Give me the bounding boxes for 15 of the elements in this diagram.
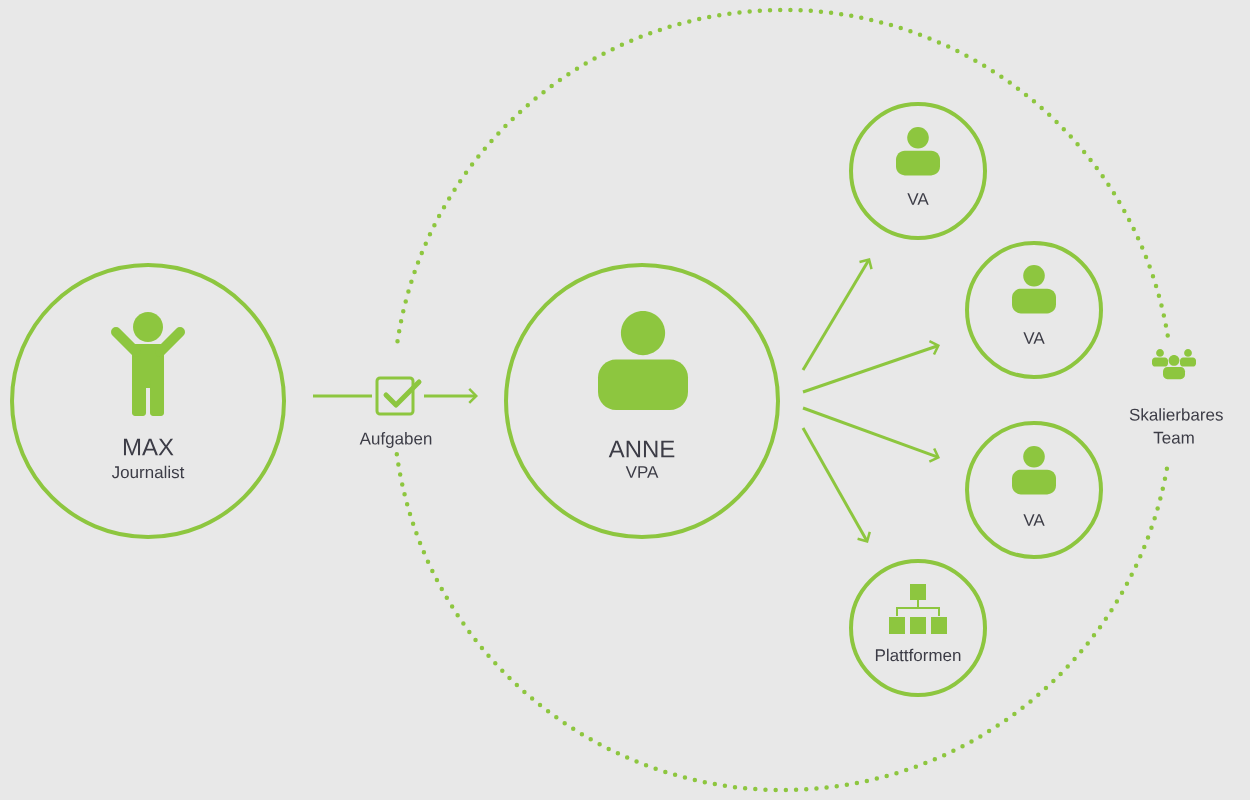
arrow <box>802 406 940 463</box>
name-label: ANNE <box>608 440 675 458</box>
arrow <box>801 258 873 371</box>
name-label: VA <box>1023 332 1045 344</box>
role-label: VPA <box>625 466 659 478</box>
name-label: VA <box>907 193 929 205</box>
arrow <box>424 388 478 404</box>
name-label: VA <box>1023 514 1045 526</box>
arrow <box>802 340 940 394</box>
role-label: Journalist <box>111 465 185 479</box>
team-label: Skalierbares Team <box>1129 408 1223 444</box>
arrow <box>801 427 871 543</box>
task-label: Aufgaben <box>359 432 432 448</box>
name-label: Plattformen <box>875 648 961 662</box>
name-label: MAX <box>124 438 174 456</box>
